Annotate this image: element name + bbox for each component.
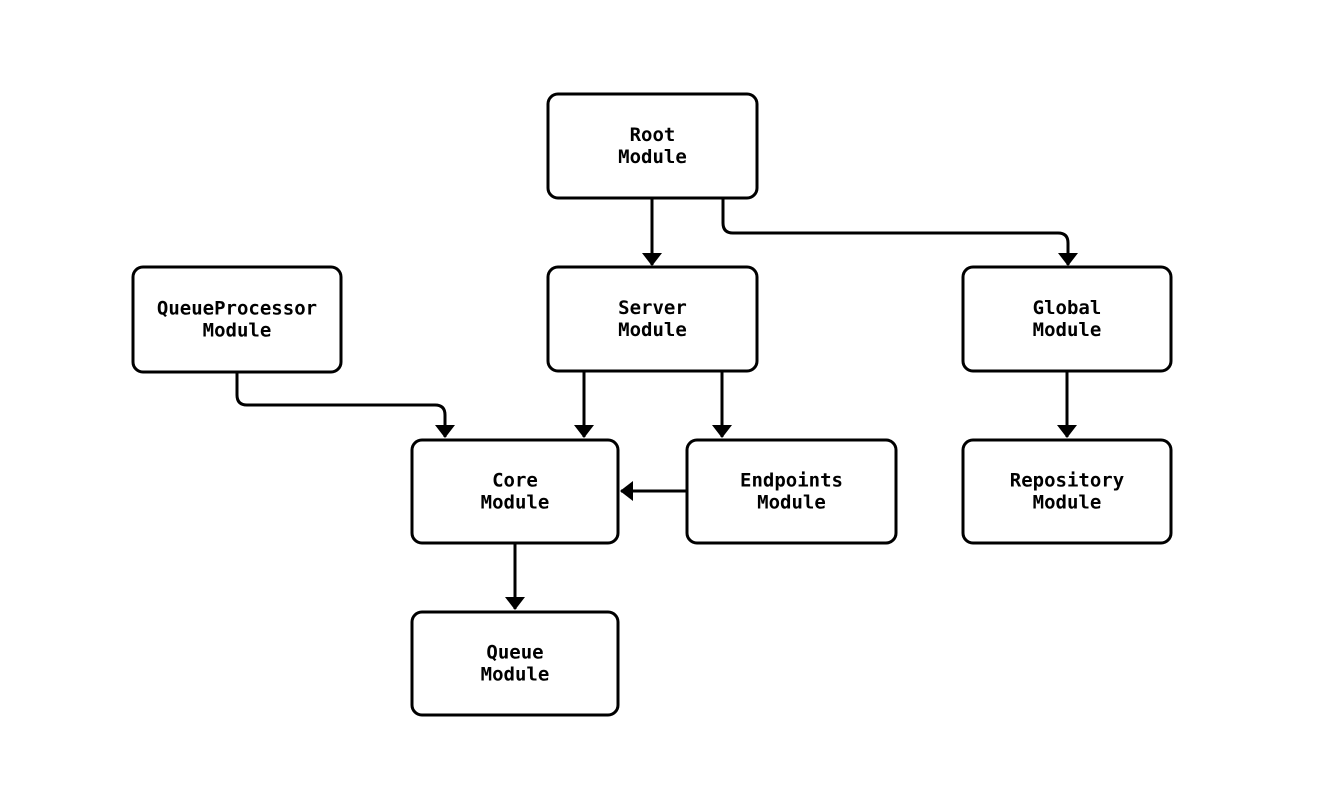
node-endpoints-box xyxy=(685,438,898,545)
node-queueprocessor-box xyxy=(131,265,343,374)
edge-queueprocessor-to-core xyxy=(235,372,455,438)
node-queue-box xyxy=(410,610,620,717)
edge-root-to-global xyxy=(721,198,1078,266)
node-global-box xyxy=(961,265,1173,373)
node-server-box xyxy=(546,265,759,373)
edges-layer xyxy=(235,198,1078,610)
node-repository-box xyxy=(961,438,1173,545)
node-core-box xyxy=(410,438,620,545)
node-root-box xyxy=(546,92,759,200)
